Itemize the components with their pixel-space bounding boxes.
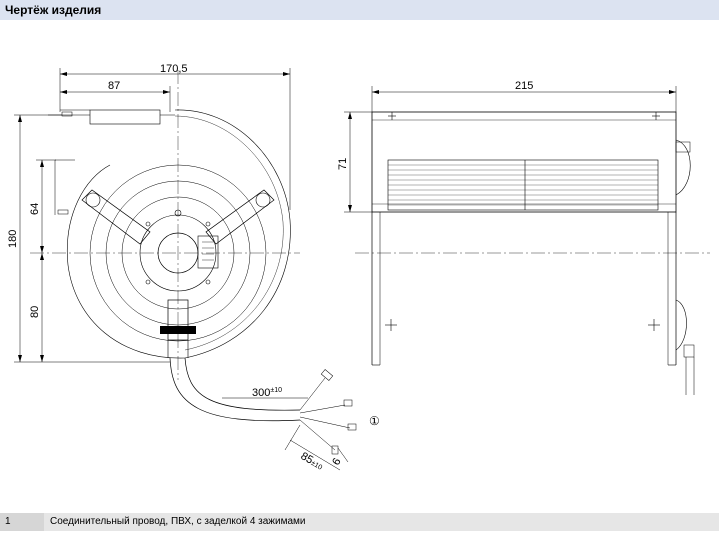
technical-drawing: 170,5 87 215 71 180 64 80 300±10 85±10 6…: [7, 63, 710, 472]
header-bar: Чертёж изделия: [0, 0, 719, 20]
dim-300: 300±10: [252, 387, 282, 399]
dim-215: 215: [515, 80, 533, 92]
legend-row: 1 Соединительный провод, ПВХ, с заделкой…: [0, 513, 719, 531]
dim-85: 85±10: [299, 450, 326, 472]
page-title: Чертёж изделия: [5, 3, 102, 17]
legend-text: Соединительный провод, ПВХ, с заделкой 4…: [50, 516, 306, 527]
front-view: [30, 70, 357, 455]
dim-6: 6: [330, 456, 343, 467]
dim-85-tolerance: ±10: [310, 460, 324, 472]
dim-170: 170,5: [160, 63, 188, 75]
dim-300-tolerance: ±10: [270, 387, 282, 394]
dim-64: 64: [29, 203, 41, 215]
dim-71: 71: [337, 158, 349, 170]
front-dimensions: [14, 68, 349, 471]
dimension-arrows: [18, 72, 676, 362]
legend-number: 1: [5, 516, 11, 527]
dim-87: 87: [108, 80, 120, 92]
callout-1: ①: [369, 414, 380, 428]
dim-80: 80: [29, 306, 41, 318]
dim-180: 180: [7, 230, 19, 248]
dim-300-value: 300: [252, 387, 270, 399]
dim-85-value: 85: [299, 450, 316, 467]
legend-number-cell: [0, 513, 44, 531]
side-view: [355, 111, 710, 395]
side-dimensions: [344, 86, 677, 213]
